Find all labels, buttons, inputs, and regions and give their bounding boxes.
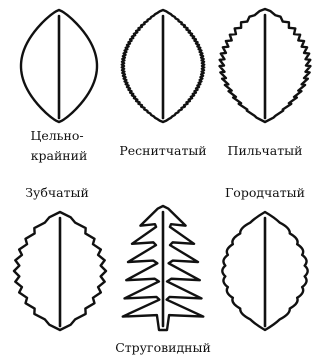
leaf-ciliate-label-line-1: Реснитчатый [119, 143, 206, 158]
leaf-crenate-label-line-1: Городчатый [225, 185, 305, 200]
leaf-serrate-label: Пильчатый [228, 143, 303, 158]
leaf-dentate: Зубчатый [14, 185, 106, 330]
leaf-ciliate-label: Реснитчатый [119, 143, 206, 158]
leaf-entire-label: Цельно- крайний [30, 128, 87, 163]
leaf-serrate: Пильчатый [220, 9, 311, 158]
leaf-entire-label-line-1: Цельно- [30, 128, 83, 143]
leaf-serrate-label-line-1: Пильчатый [228, 143, 303, 158]
leaf-entire: Цельно- крайний [21, 10, 97, 163]
leaf-ciliate: Реснитчатый [119, 10, 206, 158]
leaf-crenate-label: Городчатый [225, 185, 305, 200]
leaf-dentate-label: Зубчатый [25, 185, 89, 200]
leaf-dentate-label-line-1: Зубчатый [25, 185, 89, 200]
leaf-runcinate-label-line-1: Струговидный [115, 340, 211, 355]
leaf-runcinate-label: Струговидный [115, 340, 211, 355]
leaf-crenate: Городчатый [222, 185, 307, 330]
leaf-entire-label-line-2: крайний [31, 148, 88, 163]
leaf-runcinate: Струговидный [115, 206, 211, 355]
